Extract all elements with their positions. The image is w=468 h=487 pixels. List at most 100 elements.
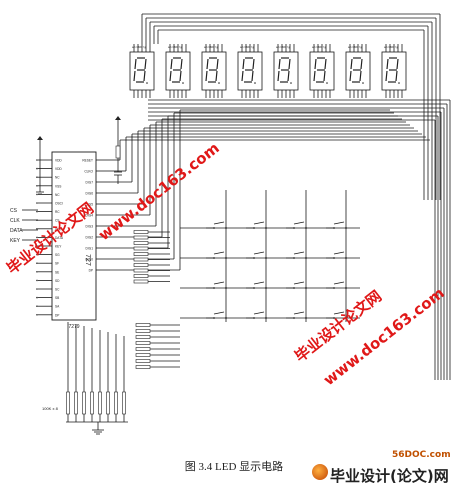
- pin-node: [36, 185, 38, 187]
- key-node: [253, 317, 255, 319]
- chip-pin-label: SF: [55, 262, 59, 266]
- series-resistor: [133, 230, 149, 234]
- site-watermark: 56DOC.com: [392, 450, 451, 460]
- pull-down-resistor: [122, 391, 126, 415]
- pin-node: [36, 296, 38, 299]
- segment: [323, 70, 326, 82]
- digit-eight: [349, 57, 364, 84]
- pull-down-resistor: [66, 391, 70, 415]
- segment: [349, 70, 352, 82]
- chip-pin-label: VDD: [55, 167, 62, 171]
- pin-node: [36, 262, 38, 265]
- segment: [241, 70, 244, 82]
- chip-pin-label: DATA: [55, 236, 64, 240]
- pin-node: [36, 288, 38, 290]
- series-resistor: [133, 274, 149, 278]
- digit-eight: [313, 57, 328, 84]
- segment: [277, 70, 280, 82]
- chip-part-number: 7279: [68, 324, 79, 330]
- key-node: [293, 287, 295, 289]
- chip-pin-label: SA: [55, 305, 60, 309]
- chip-pin-label: RC: [55, 210, 60, 214]
- segment: [287, 70, 290, 82]
- display-pin-labels: a b GND f g: [204, 45, 218, 49]
- decimal-point: [146, 82, 148, 84]
- chip-pin-label: SE: [55, 270, 59, 274]
- decimal-point: [254, 82, 256, 84]
- segment: [395, 70, 398, 82]
- segment: [396, 58, 399, 70]
- brand-logo-icon: [312, 464, 328, 480]
- decimal-point: [326, 82, 328, 84]
- series-resistor: [135, 353, 151, 357]
- segment: [215, 70, 218, 82]
- chip-pin-label: VDD: [55, 159, 62, 163]
- decimal-point: [398, 82, 400, 84]
- key-switch-contact: [293, 221, 305, 225]
- segment: [251, 70, 254, 82]
- display-pin-labels: a b GND f g: [312, 45, 326, 49]
- digit-eight: [169, 57, 184, 84]
- digit-eight: [205, 57, 220, 84]
- pin-node: [36, 159, 38, 161]
- chip-pin-label: OSCI: [55, 202, 63, 206]
- chip-pin-label: DIG4: [86, 214, 94, 218]
- pin-node: [36, 253, 38, 256]
- pin-node: [36, 210, 38, 213]
- segment: [288, 58, 291, 70]
- segment: [144, 58, 147, 70]
- chip-pin-label: DP: [89, 269, 93, 273]
- pin-node: [36, 167, 38, 170]
- segment: [134, 58, 137, 70]
- wiring: [110, 13, 451, 380]
- decimal-point: [290, 82, 292, 84]
- resistor-bank-label: 100K x 8: [42, 406, 59, 411]
- key-node: [293, 227, 295, 229]
- key-switch-contact: [213, 221, 225, 225]
- series-resistor: [135, 347, 151, 351]
- series-resistor: [133, 241, 149, 245]
- key-switch-contact: [333, 281, 345, 285]
- pin-node: [36, 176, 38, 178]
- key-switch-contact: [213, 281, 225, 285]
- chip-pin-label: SB: [55, 296, 59, 300]
- key-node: [333, 317, 335, 319]
- segment: [313, 70, 316, 82]
- display-pin-labels: a b GND f g: [276, 45, 290, 49]
- series-resistor: [135, 359, 151, 363]
- pull-down-resistor: [90, 391, 94, 415]
- pull-down-resistor: [106, 391, 110, 415]
- key-switch-contact: [213, 251, 225, 255]
- key-switch-contact: [333, 311, 345, 315]
- pin-node: [36, 245, 38, 247]
- side-signal-label: KEY: [10, 238, 21, 244]
- key-switch-contact: [253, 221, 265, 225]
- pin-node: [36, 236, 38, 239]
- series-resistor: [135, 335, 151, 339]
- key-node: [213, 227, 215, 229]
- key-node: [333, 287, 335, 289]
- segment: [170, 58, 173, 70]
- series-resistor: [135, 323, 151, 327]
- key-node: [253, 257, 255, 259]
- chip-pin-label: DIG7: [86, 181, 94, 185]
- chip-pin-label: DIG3: [86, 225, 94, 229]
- segment: [169, 70, 172, 82]
- key-node: [333, 227, 335, 229]
- segment: [180, 58, 183, 70]
- key-node: [293, 317, 295, 319]
- pin-node: [36, 202, 38, 204]
- pull-down-resistor: [74, 391, 78, 415]
- pin-node: [36, 279, 38, 282]
- series-resistor: [133, 235, 149, 240]
- chip-pin-label: SG: [55, 253, 60, 257]
- series-resistor: [135, 365, 151, 369]
- series-resistor: [133, 263, 149, 267]
- resistor-bank: 100K x 8: [42, 230, 180, 435]
- segment: [324, 58, 327, 70]
- key-matrix: [180, 190, 360, 322]
- chip-pin-label: VSS: [55, 184, 61, 188]
- segment: [252, 58, 255, 70]
